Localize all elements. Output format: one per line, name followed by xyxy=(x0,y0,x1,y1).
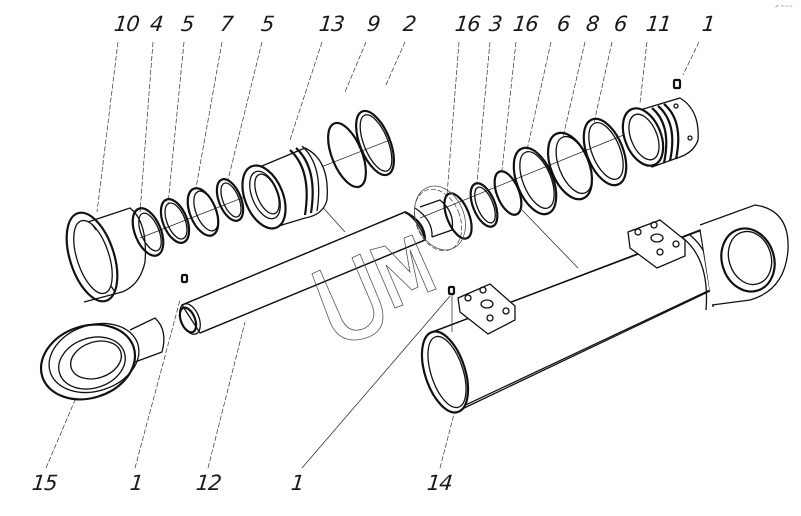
part-15-rod-eye xyxy=(39,317,165,401)
callout-label: 15 xyxy=(30,471,59,495)
part-7-rod-seal xyxy=(186,187,220,237)
callout-label: 16 xyxy=(511,12,540,36)
part-5-backup-ring xyxy=(159,198,191,244)
part-6-guide-ring-2 xyxy=(582,117,628,187)
callout-label: 9 xyxy=(365,12,381,36)
callout-label: 1 xyxy=(700,12,716,36)
part-10-gland-nut xyxy=(65,207,147,303)
callout-label: 5 xyxy=(259,12,275,36)
callout-label: 2 xyxy=(401,12,417,36)
callout-label: 6 xyxy=(555,12,571,36)
part-13-gland xyxy=(241,145,328,230)
leader-lines xyxy=(45,41,700,469)
callout-label: 3 xyxy=(487,12,503,36)
callout-label: 1 xyxy=(128,471,144,495)
watermark xyxy=(311,185,466,341)
part-9-o-ring xyxy=(327,121,367,189)
part-16-backup-ring xyxy=(443,192,473,240)
part-1-grease-nipple-rod xyxy=(180,273,189,284)
corner-mark: ↗ ~~~ xyxy=(774,4,793,10)
part-14-cylinder-barrel xyxy=(420,204,789,414)
part-5-backup-ring-2 xyxy=(215,178,245,222)
callout-label: 1 xyxy=(289,471,305,495)
callout-label: 11 xyxy=(644,12,673,36)
part-2-wear-ring xyxy=(355,109,395,177)
callout-label: 14 xyxy=(425,471,454,495)
callout-label: 8 xyxy=(584,12,600,36)
part-12-piston-rod xyxy=(178,188,463,335)
part-11-piston xyxy=(621,97,699,168)
part-4-wiper-seal xyxy=(131,207,165,257)
callout-label: 5 xyxy=(179,12,195,36)
part-3-o-ring xyxy=(469,182,499,228)
callout-label: 12 xyxy=(194,471,223,495)
callout-label: 16 xyxy=(453,12,482,36)
callout-label: 6 xyxy=(612,12,628,36)
part-1-grease-nipple-top xyxy=(672,78,682,90)
callout-label: 4 xyxy=(148,12,164,36)
callout-label: 13 xyxy=(317,12,346,36)
callout-label: 10 xyxy=(112,12,141,36)
callout-label: 7 xyxy=(218,12,234,36)
